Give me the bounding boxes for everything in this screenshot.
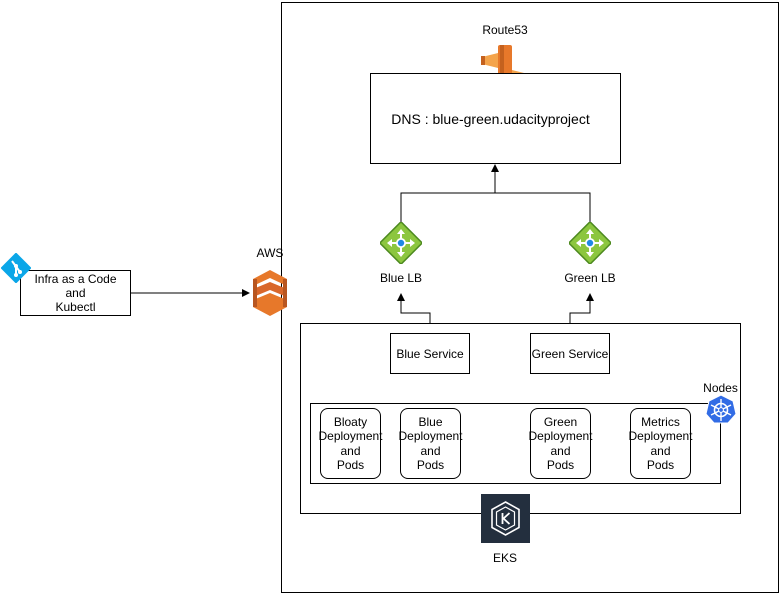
blue-lb-label: Blue LB (379, 271, 423, 285)
metrics-pod: Metrics Deployment and Pods (628, 408, 693, 479)
aws-icon (253, 270, 287, 316)
blue-pod: Blue Deployment and Pods (398, 408, 463, 479)
green-lb-icon (569, 222, 611, 264)
git-icon (1, 253, 31, 283)
green-lb-label: Green LB (564, 271, 616, 285)
dns-box: DNS : blue-green.udacityproject (370, 73, 621, 164)
green-service-label: Green Service (531, 346, 609, 361)
blue-service-label: Blue Service (396, 346, 464, 361)
nodes-box (310, 403, 721, 484)
green-pod: Green Deployment and Pods (528, 408, 593, 479)
aws-label: AWS (256, 246, 284, 260)
green-pod-label: Green Deployment and Pods (528, 414, 593, 473)
dns-label: DNS : blue-green.udacityproject (391, 110, 590, 127)
bloaty-pod: Bloaty Deployment and Pods (318, 408, 383, 479)
bloaty-pod-label: Bloaty Deployment and Pods (318, 414, 383, 473)
eks-label: EKS (492, 551, 517, 565)
green-service-box: Green Service (530, 333, 610, 374)
route53-label: Route53 (482, 23, 528, 37)
blue-service-box: Blue Service (390, 333, 470, 374)
blue-lb-icon (380, 222, 422, 264)
eks-icon (481, 494, 530, 543)
blue-lb-to-dns-connector (400, 192, 495, 222)
nodes-label: Nodes (703, 381, 738, 395)
iac-label: Infra as a Code and Kubectl (34, 272, 117, 314)
iac-box: Infra as a Code and Kubectl (20, 270, 131, 316)
green-lb-to-dns-connector (495, 192, 591, 222)
kubernetes-icon (705, 394, 737, 424)
blue-pod-label: Blue Deployment and Pods (398, 414, 463, 473)
metrics-pod-label: Metrics Deployment and Pods (628, 414, 693, 473)
